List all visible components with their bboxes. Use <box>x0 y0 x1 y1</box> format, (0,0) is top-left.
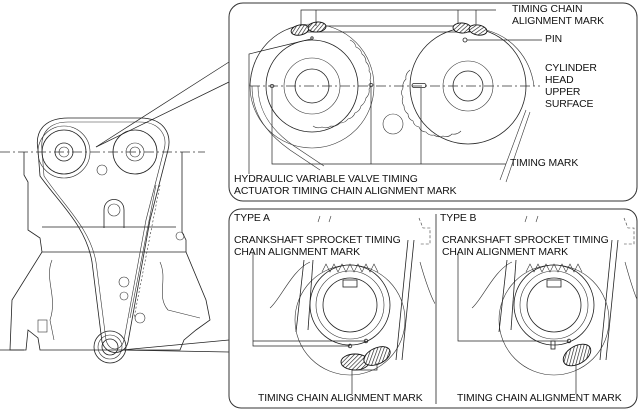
type-b-crank-detail <box>471 215 637 376</box>
timing-chain <box>36 117 170 353</box>
leader-chain-mark <box>300 9 496 26</box>
label-timing-chain-alignment-mark: TIMING CHAIN ALIGNMENT MARK <box>512 4 604 28</box>
label-line: CHAIN ALIGNMENT MARK <box>234 247 360 258</box>
label-line: CRANKSHAFT SPROCKET TIMING <box>442 235 609 246</box>
label-type-a: TYPE A <box>234 213 270 224</box>
label-line: ACTUATOR TIMING CHAIN ALIGNMENT MARK <box>234 186 457 197</box>
label-type-b-chain-mark: TIMING CHAIN ALIGNMENT MARK <box>457 393 622 404</box>
vvt-alignment-dot <box>310 36 314 40</box>
label-pin: PIN <box>545 34 563 45</box>
callout-line-top <box>95 61 230 148</box>
leader-vvt-mark <box>248 38 312 174</box>
chain-alignment-link <box>562 343 592 367</box>
label-line: TIMING CHAIN <box>512 4 583 15</box>
chain-alignment-link <box>307 21 327 33</box>
bottom-detail-panel <box>228 208 638 409</box>
chain-alignment-link <box>468 24 488 36</box>
label-cylinder-head-upper-surface: CYLINDER HEAD UPPER SURFACE <box>545 63 597 111</box>
timing-mark-slot <box>411 83 427 88</box>
callout-line-bottom <box>121 339 230 351</box>
label-line: ALIGNMENT MARK <box>512 16 604 27</box>
label-line: HYDRAULIC VARIABLE VALVE TIMING <box>234 174 418 185</box>
label-type-a-sprocket-mark: CRANKSHAFT SPROCKET TIMING CHAIN ALIGNME… <box>234 235 401 259</box>
label-type-a-chain-mark: TIMING CHAIN ALIGNMENT MARK <box>258 393 423 404</box>
label-line: CYLINDER <box>545 63 597 74</box>
label-line: UPPER <box>545 87 581 98</box>
leader-timing-mark <box>271 88 506 165</box>
camshaft-sprockets-detail <box>249 21 540 183</box>
top-detail-panel <box>228 2 638 202</box>
label-line: CHAIN ALIGNMENT MARK <box>442 247 568 258</box>
label-line: SURFACE <box>545 99 594 110</box>
label-line: HEAD <box>545 75 574 86</box>
label-type-b: TYPE B <box>440 213 477 224</box>
label-timing-mark: TIMING MARK <box>510 158 579 169</box>
label-line: CRANKSHAFT SPROCKET TIMING <box>234 235 401 246</box>
type-a-crank-detail <box>269 215 435 376</box>
leader-type-a-sprocket <box>252 253 350 347</box>
engine-front-view <box>0 117 211 364</box>
timing-mark-left <box>269 84 275 88</box>
timing-mark-center <box>368 83 374 87</box>
intake-cam-sprocket <box>41 129 87 175</box>
exhaust-cam-sprocket <box>112 129 158 175</box>
crankshaft-sprocket <box>93 330 127 364</box>
label-hydraulic-vvt-alignment-mark: HYDRAULIC VARIABLE VALVE TIMING ACTUATOR… <box>234 174 457 198</box>
chain-alignment-link <box>363 346 391 366</box>
leader-type-b-sprocket <box>457 253 569 342</box>
label-type-b-sprocket-mark: CRANKSHAFT SPROCKET TIMING CHAIN ALIGNME… <box>442 235 609 259</box>
